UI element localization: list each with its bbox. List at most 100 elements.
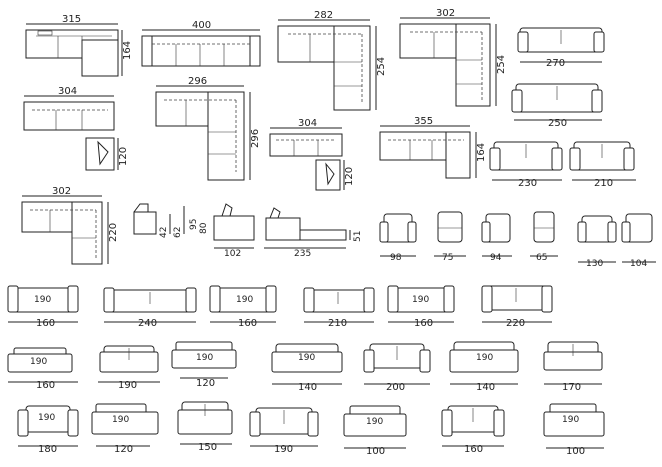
dim-296-v: 296 xyxy=(250,129,261,148)
dim-51: 51 xyxy=(353,231,363,242)
width-240: 240 xyxy=(138,318,157,329)
dim-250: 250 xyxy=(548,118,567,129)
width-160-c: 160 xyxy=(414,318,433,329)
dim-230: 230 xyxy=(518,178,537,189)
sofabed-160-c: 190 160 xyxy=(387,285,455,329)
width-100-a: 100 xyxy=(366,446,385,457)
dim-282: 282 xyxy=(314,10,333,21)
dim-355: 355 xyxy=(414,116,433,127)
width-170-r6: 170 xyxy=(562,382,581,393)
sofa-302-corner-b: 302 220 xyxy=(21,186,119,265)
sofa-170: 170 xyxy=(543,341,603,393)
dim-302-b: 302 xyxy=(52,186,71,197)
sofabed-100-a: 190 100 xyxy=(343,405,407,457)
dim-95: 95 xyxy=(189,219,199,230)
bed-190-r6c: 190 xyxy=(298,353,315,363)
sofabed-160-b: 190 160 xyxy=(209,285,277,329)
width-140-a: 140 xyxy=(298,382,317,393)
width-190-r7: 190 xyxy=(274,444,293,455)
sofa-190-r7: 190 xyxy=(249,407,319,455)
dim-315: 315 xyxy=(62,14,81,25)
dim-302-a: 302 xyxy=(436,8,455,19)
recliner-extended: 235 51 xyxy=(264,207,363,259)
sofa-200: 200 xyxy=(363,343,431,393)
width-120-r7: 120 xyxy=(114,444,133,455)
dim-98: 98 xyxy=(390,253,402,263)
dim-130: 130 xyxy=(586,259,603,269)
dim-62: 62 xyxy=(173,227,183,238)
sofa-282-corner: 282 254 xyxy=(277,10,387,111)
side-profile: 42 62 xyxy=(133,203,185,238)
sofabed-120-r7: 190 120 xyxy=(91,403,159,455)
width-190-r6: 190 xyxy=(118,380,137,391)
bed-190-r5b: 190 xyxy=(236,295,253,305)
width-120-r6: 120 xyxy=(196,378,215,389)
dim-164-b: 164 xyxy=(476,143,487,162)
sofabed-180: 190 180 xyxy=(17,405,79,455)
dim-120-b: 120 xyxy=(344,167,355,186)
dim-75: 75 xyxy=(442,253,453,263)
armchair-98: 98 xyxy=(379,213,417,263)
dim-304-b: 304 xyxy=(298,118,317,129)
sofabed-100-b: 190 100 xyxy=(543,403,605,457)
bed-190-r6d: 190 xyxy=(476,353,493,363)
dim-254-a: 254 xyxy=(376,57,387,76)
sofa-190: 190 xyxy=(98,345,160,391)
sofa-250-front: 250 xyxy=(511,83,603,129)
dim-296-h: 296 xyxy=(188,76,207,87)
width-140-b: 140 xyxy=(476,382,495,393)
dim-42: 42 xyxy=(159,227,169,238)
width-160-a: 160 xyxy=(36,318,55,329)
sofa-150: 150 xyxy=(177,401,233,453)
dim-220: 220 xyxy=(108,223,119,242)
width-180: 180 xyxy=(38,444,57,455)
sofa-220: 220 xyxy=(481,285,553,329)
width-160-r6: 160 xyxy=(36,380,55,391)
dim-164-a: 164 xyxy=(122,41,133,60)
dim-102: 102 xyxy=(224,249,241,259)
dim-80: 80 xyxy=(199,222,209,234)
width-160-r7: 160 xyxy=(464,444,483,455)
dim-270: 270 xyxy=(546,58,565,69)
sofa-240: 240 xyxy=(103,287,197,329)
sofabed-120: 190 120 xyxy=(171,341,237,389)
dim-94: 94 xyxy=(490,253,502,263)
bed-190-r7d: 190 xyxy=(562,415,579,425)
pouf-120-b: 120 xyxy=(315,159,355,191)
sofa-160-r7: 160 xyxy=(441,405,505,455)
bed-190-r6b: 190 xyxy=(196,353,213,363)
sofa-270-front: 270 xyxy=(517,27,605,69)
armchair-65: 65 xyxy=(530,211,558,263)
chair-104: 104 xyxy=(621,213,656,269)
bed-190-r5: 190 xyxy=(34,295,51,305)
bed-190-r7c: 190 xyxy=(366,417,383,427)
dim-235: 235 xyxy=(294,249,311,259)
sofabed-140-b: 190 140 xyxy=(449,341,519,393)
sofa-400-straight: 400 xyxy=(141,20,261,67)
pouf-120-top: 120 xyxy=(85,137,129,171)
dim-120-a: 120 xyxy=(118,147,129,166)
sofa-230-front: 230 xyxy=(489,141,563,189)
sofabed-160-open: 190 160 xyxy=(7,347,78,391)
sofa-302-corner: 302 254 xyxy=(399,8,507,107)
sofa-315-chaise: 315 164 xyxy=(25,14,133,77)
armchair-94: 94 xyxy=(481,213,512,263)
sofa-304-straight: 304 xyxy=(23,86,115,131)
sofa-296-corner: 296 296 xyxy=(155,76,261,181)
dim-400: 400 xyxy=(192,20,211,31)
dim-104: 104 xyxy=(630,259,647,269)
width-160-b: 160 xyxy=(238,318,257,329)
width-200-r6: 200 xyxy=(386,382,405,393)
bed-190-r5c: 190 xyxy=(412,295,429,305)
bed-190-r7: 190 xyxy=(38,413,55,423)
dim-304-a: 304 xyxy=(58,86,77,97)
sofabed-140: 190 140 xyxy=(271,343,343,393)
width-220: 220 xyxy=(506,318,525,329)
loveseat-130: 130 xyxy=(577,215,617,269)
armchair-75: 75 xyxy=(434,211,466,263)
sofa-355-chaise: 355 164 xyxy=(379,116,487,179)
dim-254-b: 254 xyxy=(496,55,507,74)
sofa-210-front: 210 xyxy=(569,141,636,189)
